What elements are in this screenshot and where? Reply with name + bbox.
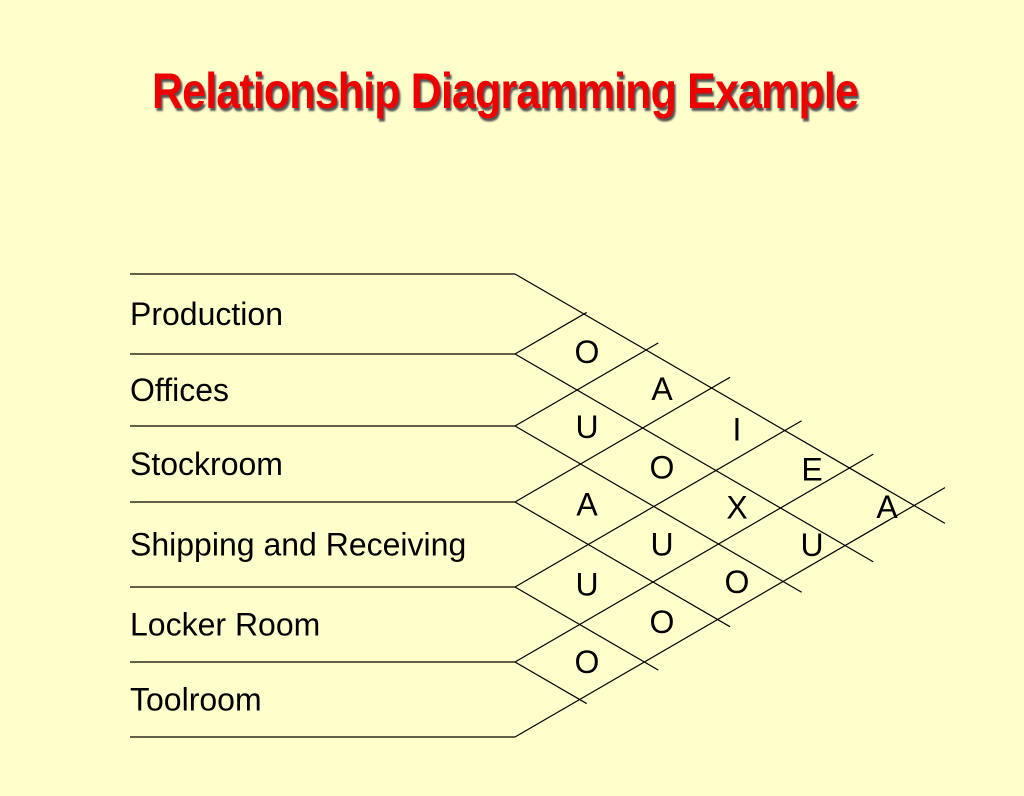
diagonal-up-line [514,376,731,503]
diagonal-down-line [514,661,587,705]
relationship-code: A [651,371,673,407]
relationship-code: O [575,644,600,680]
diagram-grid-lines [130,273,946,738]
department-label: Shipping and Receiving [130,527,466,563]
diagonal-down-line [514,273,946,524]
relationship-code: U [575,567,598,603]
relationship-code: I [733,411,742,447]
diagonal-up-line [514,311,587,355]
department-label: Stockroom [130,446,283,482]
relationship-code: E [801,451,822,487]
diagonal-up-line [514,342,659,427]
department-label: Production [130,296,283,332]
relationship-code: A [876,489,898,525]
relationship-codes: O U A U O A O U O I X O E U A [575,334,899,680]
relationship-code: U [800,527,823,563]
department-label: Toolroom [130,682,262,718]
diagonal-down-line [514,353,874,563]
diagonal-up-line [514,453,874,663]
diagonal-down-line [514,425,802,593]
relationship-code: O [650,449,675,485]
diagonal-up-line [514,420,802,588]
relationship-code: U [575,409,598,445]
department-label: Locker Room [130,607,320,643]
diagonal-down-line [514,586,659,671]
page-title: Relationship Diagramming Example [151,63,859,119]
relationship-code: A [576,486,598,522]
relationship-code: X [726,489,747,525]
diagonal-up-line [514,487,946,738]
relationship-code: O [650,604,675,640]
diagonal-down-line [514,501,731,628]
department-label: Offices [130,372,229,408]
relationship-code: O [725,564,750,600]
relationship-code: U [650,526,673,562]
relationship-code: O [575,334,600,370]
